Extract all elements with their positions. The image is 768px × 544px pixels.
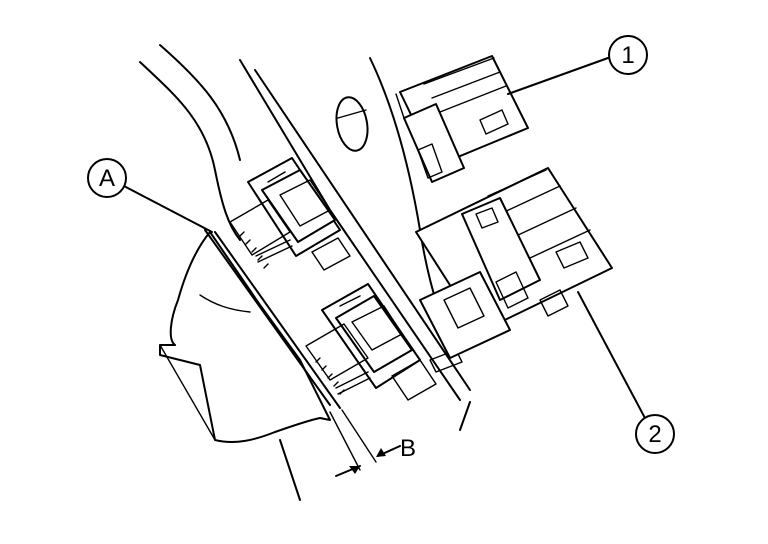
callout-a-label: A [99, 165, 115, 192]
upper-connector [229, 157, 351, 271]
callout-2-circle [635, 414, 675, 454]
callout-1: 1 [608, 35, 648, 75]
callout-1-circle [608, 35, 648, 75]
callout-a-circle [87, 158, 127, 198]
lower-connector-teeth [315, 357, 371, 395]
callout-b-label: B [400, 435, 416, 462]
callout-a: A [87, 158, 127, 198]
panel-body [159, 229, 341, 501]
connector-1 [395, 55, 529, 183]
callout-2: 2 [635, 414, 675, 454]
callout-b: B [400, 435, 416, 462]
callout-1-label: 1 [621, 42, 634, 69]
upper-connector-teeth [239, 231, 293, 269]
lower-connector [305, 283, 463, 401]
bracket-hole [335, 96, 369, 152]
dimension-b-marker [329, 409, 401, 477]
leader-lines [123, 57, 647, 421]
callout-2-label: 2 [648, 421, 661, 448]
connector-2 [415, 167, 613, 359]
